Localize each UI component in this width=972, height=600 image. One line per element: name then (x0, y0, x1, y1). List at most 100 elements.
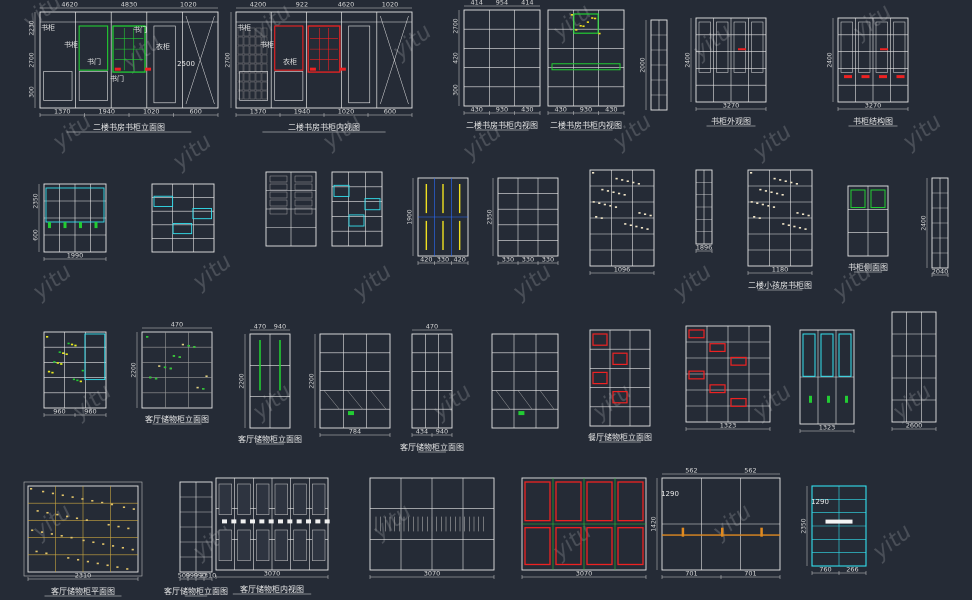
cad-outline (319, 333, 391, 429)
cad-outline (307, 25, 341, 73)
dimension-label: 3070 (424, 570, 441, 578)
cad-line (370, 390, 387, 410)
watermark-text: yitu (708, 499, 757, 545)
decor-item (42, 490, 45, 493)
decor-item (595, 216, 598, 218)
cad-outline (243, 63, 250, 73)
cad-outline (255, 90, 262, 100)
cad-outline (274, 529, 288, 561)
dimension-label: 1020 (143, 108, 160, 116)
cad-outline (751, 21, 764, 73)
cad-outline (312, 529, 326, 561)
dimension-label: 1323 (819, 424, 836, 432)
cad-outline (274, 71, 304, 101)
cad-outline (243, 81, 250, 91)
dimension-label: 330 (522, 256, 534, 264)
decor-item (111, 545, 115, 547)
decor-item (121, 546, 124, 549)
cad-outline (237, 36, 244, 46)
decor-item (772, 206, 776, 208)
decor-item (30, 488, 33, 490)
cad-outline (255, 63, 262, 73)
decor-item (154, 377, 158, 380)
decor-item (635, 225, 638, 228)
watermark-text: yitu (28, 499, 77, 545)
cad-outline (141, 331, 213, 409)
cad-outline (573, 13, 599, 34)
decor-item (753, 216, 756, 218)
cad-outline (294, 191, 313, 199)
cad-outline (716, 21, 729, 73)
decor-item (638, 212, 641, 214)
cad-outline (269, 183, 288, 191)
decor-item (62, 352, 65, 354)
dimension-label: 1180 (772, 266, 789, 274)
dimension-label: 701 (685, 570, 697, 578)
decor-item (570, 14, 573, 16)
cad-outline (524, 481, 551, 522)
cad-outline (256, 483, 270, 515)
dimension-label: 2350 (33, 193, 40, 208)
cad-outline (688, 370, 705, 380)
decor-item (196, 386, 199, 389)
watermark-text: yitu (188, 249, 237, 295)
dimension-label: 1420 (651, 516, 658, 531)
decor-item (117, 525, 120, 528)
watermark-text: yitu (888, 379, 937, 425)
cad-line (380, 15, 409, 105)
dimension-label: 2200 (309, 373, 316, 388)
cad-outline (592, 333, 608, 346)
dimension-label: 930 (580, 106, 592, 114)
dimension-label: 414 (521, 0, 533, 7)
decor-item (60, 363, 63, 365)
drawing-title: 客厅储物柜内视图 (240, 584, 304, 594)
dimension-label: 300 (29, 86, 36, 98)
decor-item (202, 388, 205, 390)
drawing-title: 二楼书房书柜内视图 (288, 122, 360, 132)
cad-outline (709, 384, 726, 394)
drawing-title: 书柜侧面图 (848, 262, 888, 272)
cad-outline (709, 343, 726, 353)
dimension-label: 470 (254, 323, 266, 331)
cad-outline (850, 189, 866, 208)
drawing-title: 二楼书房书柜立面图 (93, 122, 165, 132)
cad-outline (586, 481, 613, 522)
dimension-label: 2000 (640, 57, 647, 72)
decor-item (36, 510, 39, 512)
drawing-annotation: 衣柜 (156, 42, 170, 51)
decor-item (91, 499, 94, 502)
decor-item (61, 494, 64, 497)
watermark-text: yitu (588, 379, 637, 425)
dimension-label: 2310 (200, 572, 217, 580)
cad-outline (586, 527, 613, 566)
cad-outline (875, 21, 888, 73)
cad-outline (261, 63, 268, 73)
handle-mark (896, 75, 905, 79)
decor-item (96, 562, 99, 565)
decor-item (750, 201, 753, 203)
cad-outline (249, 81, 256, 91)
cad-outline (239, 71, 268, 101)
decor-item (603, 203, 606, 206)
watermark-text: yitu (748, 119, 797, 165)
cabinet-drawing: 餐厅储物柜立面图 (588, 329, 652, 443)
cad-outline (269, 191, 288, 199)
dimension-label: 1896 (696, 244, 713, 252)
decor-item (53, 361, 56, 363)
decor-item (181, 343, 184, 346)
dimension-label: 4830 (121, 1, 138, 9)
cabinet-drawing (331, 171, 383, 247)
decor-item (205, 375, 208, 378)
decor-item (793, 225, 796, 228)
cad-outline (192, 208, 212, 220)
decor-item (31, 529, 34, 532)
drawer-mark (825, 519, 853, 524)
decor-item (70, 343, 74, 346)
cad-outline (151, 183, 215, 253)
